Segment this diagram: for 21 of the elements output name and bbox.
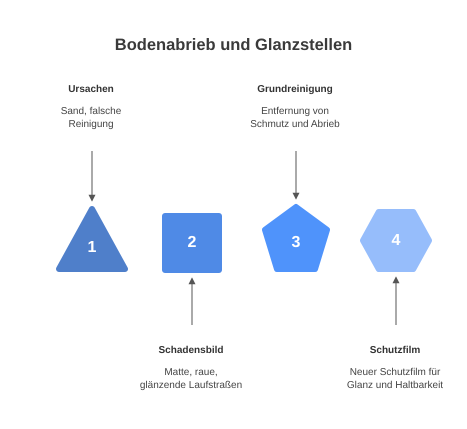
arrow — [188, 277, 196, 326]
number-label: 2 — [188, 235, 196, 251]
heading-text: Grundreinigung — [256, 84, 334, 96]
description-text: Neuer Schutzfilm für Glanz und Haltbarkeit — [346, 366, 444, 392]
heading-text: Ursachen — [67, 84, 115, 96]
arrow — [392, 276, 400, 326]
square-shape — [162, 213, 222, 273]
hexagon-shape — [360, 209, 432, 272]
arrow — [88, 150, 96, 202]
title: Bodenabrieb und Glanzstellen — [114, 35, 352, 55]
arrow — [292, 150, 300, 200]
description-text: Matte, raue, glänzende Laufstraßen — [139, 366, 243, 392]
number-label: 3 — [292, 235, 300, 251]
number-label: 4 — [392, 232, 400, 248]
description-text: Entfernung von Schmutz und Abrieb — [250, 105, 340, 131]
pentagon-shape — [262, 204, 330, 272]
heading-text: Schadensbild — [157, 345, 224, 357]
number-label: 1 — [88, 240, 96, 256]
heading-text: Schutzfilm — [368, 345, 422, 357]
description-text: Sand, falsche Reinigung — [60, 105, 122, 131]
triangle-shape — [56, 206, 128, 272]
